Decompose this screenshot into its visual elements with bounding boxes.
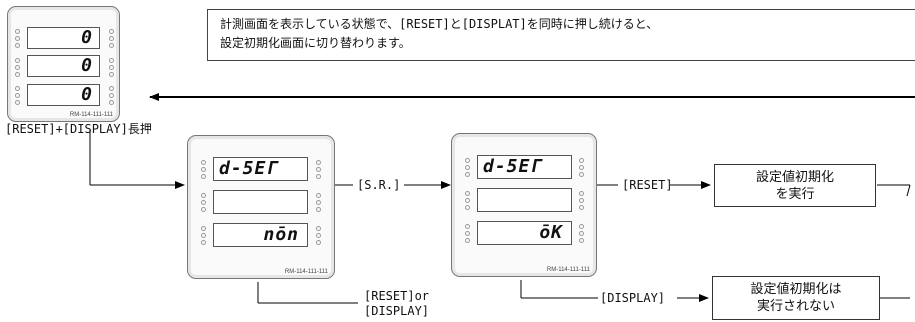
display-row-3-value: 0 bbox=[81, 84, 93, 105]
result-skip-line-1: 設定値初期化は bbox=[750, 282, 842, 297]
display-row-3: ōK bbox=[477, 221, 572, 245]
reset-select-panel: d-5EΓ nōn RM-114-111-111 bbox=[187, 135, 335, 279]
led-dots bbox=[579, 158, 584, 179]
note-line-1: 計測画面を表示している状態で、[RESET]と[DISPLAT]を同時に押し続け… bbox=[220, 17, 659, 31]
model-number: RM-114-111-111 bbox=[284, 269, 328, 275]
model-number: RM-114-111-111 bbox=[546, 267, 590, 273]
led-dots bbox=[109, 29, 114, 50]
model-number: RM-114-111-111 bbox=[69, 112, 113, 118]
led-dots bbox=[316, 226, 321, 247]
measurement-panel: 0 0 0 RM-114-111-111 bbox=[7, 6, 120, 122]
display-row-1-value: d-5EΓ bbox=[483, 156, 543, 177]
led-dots bbox=[316, 160, 321, 181]
result-skip-box: 設定値初期化は 実行されない bbox=[712, 276, 880, 320]
reset-or-display-label: [RESET]or [DISPLAY] bbox=[364, 289, 429, 319]
display-row-3: 0 bbox=[27, 84, 100, 106]
display-row-3: nōn bbox=[213, 223, 308, 247]
led-dots bbox=[201, 160, 206, 181]
display-row-1: d-5EΓ bbox=[213, 157, 308, 181]
display-row-3-value: nōn bbox=[263, 224, 299, 245]
note-line-2: 設定初期化画面に切り替わります。 bbox=[220, 36, 411, 50]
led-dots bbox=[109, 58, 114, 79]
display-key-label: [DISPLAY] bbox=[600, 291, 666, 305]
instruction-note: 計測画面を表示している状態で、[RESET]と[DISPLAT]を同時に押し続け… bbox=[207, 9, 915, 61]
result-execute-box: 設定値初期化 を実行 bbox=[714, 164, 876, 207]
long-press-label: [RESET]+[DISPLAY]長押 bbox=[5, 122, 152, 136]
display-row-1-value: 0 bbox=[81, 27, 93, 48]
result-execute-line-2: を実行 bbox=[775, 186, 815, 202]
reset-confirm-panel: d-5EΓ ōK RM-114-111-111 bbox=[451, 133, 597, 277]
display-row-2: 0 bbox=[27, 55, 100, 77]
led-dots bbox=[15, 86, 20, 107]
led-dots bbox=[465, 224, 470, 245]
display-row-2 bbox=[477, 188, 572, 212]
led-dots bbox=[109, 86, 114, 107]
display-row-1: 0 bbox=[27, 27, 100, 49]
led-dots bbox=[579, 224, 584, 245]
led-dots bbox=[15, 29, 20, 50]
led-dots bbox=[201, 193, 206, 214]
sr-key-label: [S.R.] bbox=[357, 178, 401, 192]
result-skip-line-2: 実行されない bbox=[756, 299, 835, 314]
led-dots bbox=[316, 193, 321, 214]
reset-or-display-line-2: [DISPLAY] bbox=[364, 304, 430, 318]
led-dots bbox=[465, 191, 470, 212]
led-dots bbox=[201, 226, 206, 247]
reset-key-label: [RESET] bbox=[622, 178, 673, 192]
display-row-1-value: d-5EΓ bbox=[219, 158, 279, 179]
led-dots bbox=[15, 58, 20, 79]
reset-or-display-line-1: [RESET]or bbox=[364, 289, 430, 303]
display-row-3-value: ōK bbox=[539, 222, 563, 243]
display-row-2 bbox=[213, 190, 308, 214]
led-dots bbox=[579, 191, 584, 212]
display-row-2-value: 0 bbox=[81, 55, 93, 76]
led-dots bbox=[465, 158, 470, 179]
display-row-1: d-5EΓ bbox=[477, 155, 572, 179]
result-execute-line-1: 設定値初期化 bbox=[755, 169, 834, 185]
